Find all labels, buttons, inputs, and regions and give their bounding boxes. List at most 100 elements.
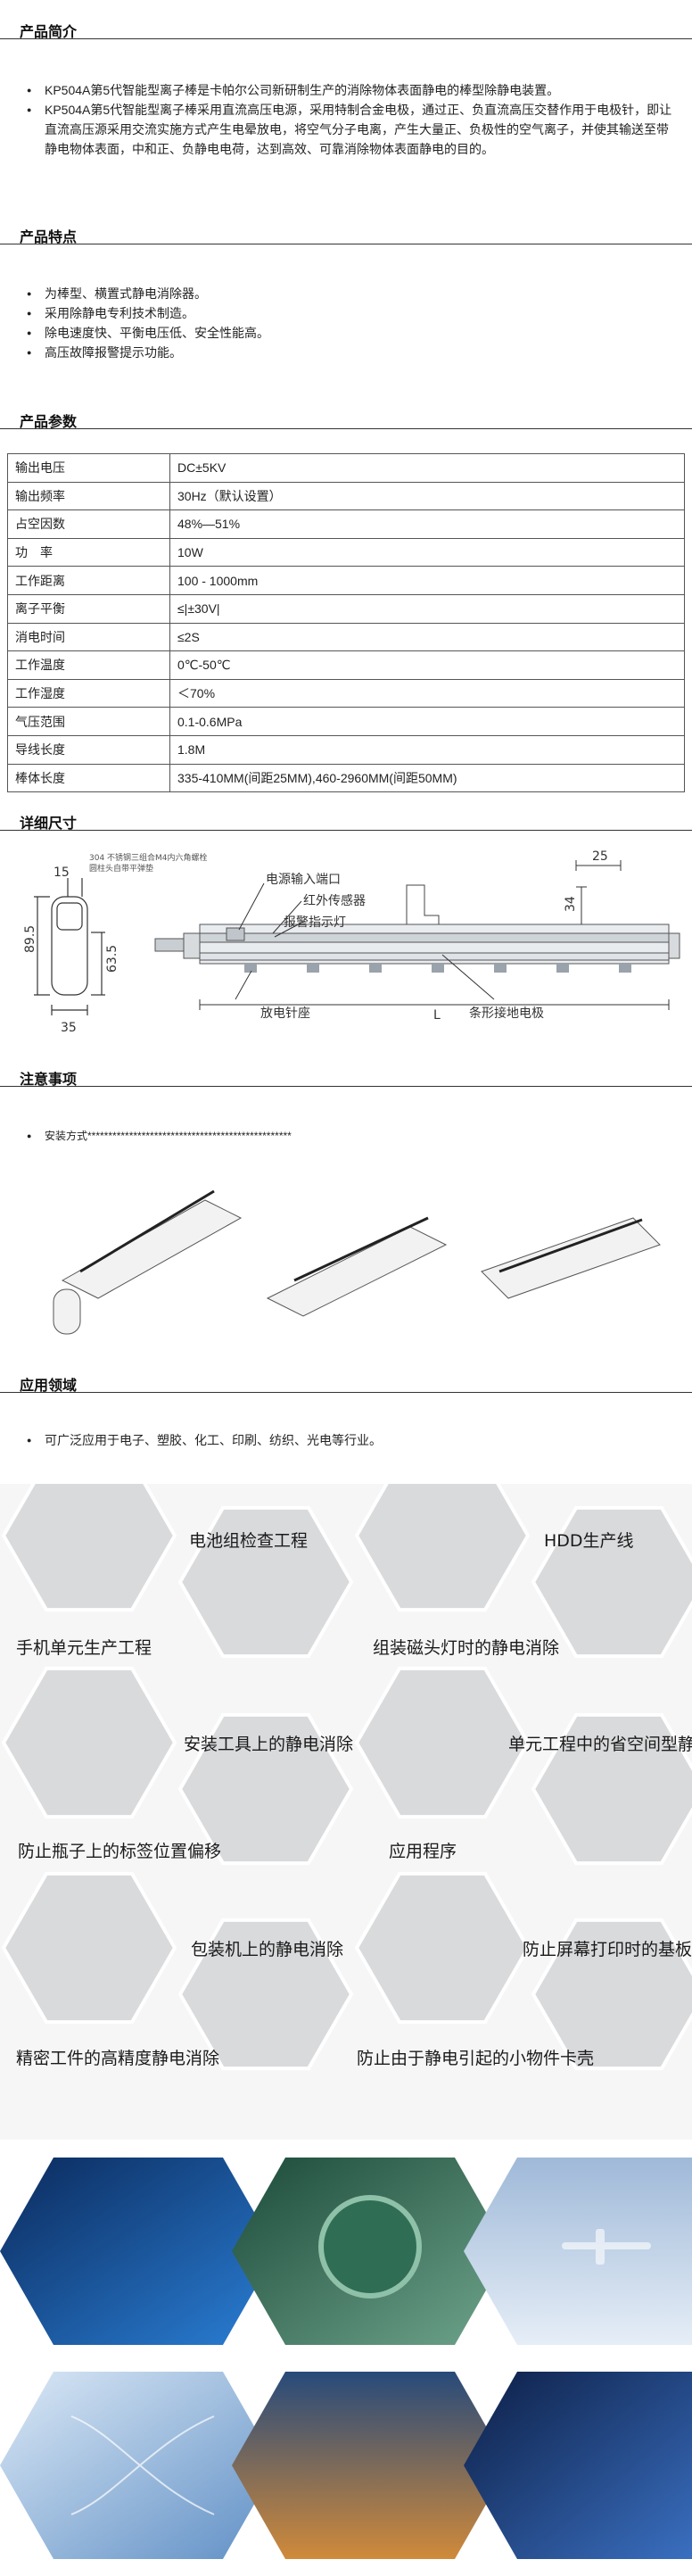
hex-label: 防止瓶子上的标签位置偏移 bbox=[18, 1842, 221, 1861]
dim-89-label: 89.5 bbox=[23, 925, 37, 953]
ir-sensor-label: 红外传感器 bbox=[303, 893, 366, 908]
section-title: 产品特点 bbox=[20, 230, 78, 245]
dim-25-label: 25 bbox=[592, 849, 608, 864]
param-value: ≤|±30V| bbox=[169, 593, 685, 624]
section-title: 产品简介 bbox=[20, 25, 78, 40]
param-value: 335-410MM(间距25MM),460-2960MM(间距50MM) bbox=[169, 763, 685, 793]
industry-photos-svg bbox=[0, 2158, 692, 2559]
section-divider bbox=[0, 1392, 692, 1393]
application-hex-tile bbox=[531, 1505, 692, 1659]
param-key: 气压范围 bbox=[7, 707, 170, 736]
dimension-drawing: 15 89.5 63.5 35 304 不锈钢三组合M4内六角螺栓 圆柱头自带平… bbox=[23, 849, 680, 1035]
param-key: 占空因数 bbox=[7, 509, 170, 539]
needle-seat-label: 放电针座 bbox=[260, 1006, 310, 1021]
param-value: ≤2S bbox=[169, 622, 685, 652]
section-header-features: 产品特点 bbox=[0, 221, 692, 245]
dim-L-label: L bbox=[433, 1008, 441, 1023]
hex-label: 手机单元生产工程 bbox=[16, 1638, 152, 1658]
hex-label: 应用程序 bbox=[389, 1842, 457, 1861]
section-title: 详细尺寸 bbox=[20, 816, 78, 832]
hex-label: 组装磁头灯时的静电消除 bbox=[373, 1638, 559, 1658]
list-item: 采用除静电专利技术制造。 bbox=[27, 303, 678, 323]
install-illustrations bbox=[53, 1189, 661, 1335]
application-hex-tile bbox=[354, 1871, 531, 2025]
application-hex-tile bbox=[354, 1666, 531, 1819]
param-value: 30Hz（默认设置） bbox=[169, 481, 685, 511]
application-hex-tile bbox=[354, 1459, 531, 1612]
param-key: 工作距离 bbox=[7, 566, 170, 595]
ground-electrode-label: 条形接地电极 bbox=[469, 1006, 544, 1021]
notes-list: 安装方式************************************… bbox=[27, 1126, 678, 1146]
section-title: 应用领域 bbox=[20, 1379, 78, 1394]
refinery-photo bbox=[232, 2372, 508, 2559]
hex-label: 单元工程中的省空间型静电消除 bbox=[508, 1735, 692, 1754]
param-value: 10W bbox=[169, 537, 685, 567]
param-key: 输出电压 bbox=[7, 453, 170, 483]
intro-list: KP504A第5代智能型离子棒是卡帕尔公司新研制生产的消除物体表面静电的棒型除静… bbox=[27, 80, 678, 159]
alarm-light-label: 报警指示灯 bbox=[284, 915, 346, 930]
hex-label: 电池组检查工程 bbox=[189, 1531, 308, 1551]
dim-15-label: 15 bbox=[54, 866, 70, 880]
section-divider bbox=[0, 830, 692, 831]
section-divider bbox=[0, 38, 692, 39]
param-key: 工作温度 bbox=[7, 650, 170, 680]
section-title: 产品参数 bbox=[20, 415, 78, 430]
list-item: 除电速度快、平衡电压低、安全性能高。 bbox=[27, 323, 678, 343]
application-hex-tile bbox=[177, 1918, 354, 2071]
section-divider bbox=[0, 428, 692, 429]
section-header-params: 产品参数 bbox=[0, 406, 692, 430]
applications-list: 可广泛应用于电子、塑胶、化工、印刷、纺织、光电等行业。 bbox=[27, 1430, 678, 1450]
hex-label: 精密工件的高精度静电消除 bbox=[16, 2049, 219, 2068]
space-photo bbox=[464, 2372, 692, 2559]
circuit-board-photo bbox=[0, 2158, 276, 2345]
bracket-note-1: 304 不锈钢三组合M4内六角螺栓 bbox=[89, 852, 208, 863]
application-hex-tile bbox=[531, 1918, 692, 2071]
hex-label: HDD生产线 bbox=[544, 1531, 634, 1551]
hex-grid-svg: 电池组检查工程 HDD生产线 手机单元生产工程 组装磁头灯时的静电消除 安装工具… bbox=[1, 1459, 692, 2071]
section-header-applications: 应用领域 bbox=[0, 1370, 692, 1394]
param-value: 48%—51% bbox=[169, 509, 685, 539]
section-header-dimensions: 详细尺寸 bbox=[0, 808, 692, 832]
param-value: 1.8M bbox=[169, 734, 685, 765]
param-value: 100 - 1000mm bbox=[169, 566, 685, 595]
hex-label: 防止屏幕打印时的基板粘贴 bbox=[523, 1940, 692, 1959]
application-hex-tile bbox=[1, 1459, 177, 1612]
list-item: KP504A第5代智能型离子棒是卡帕尔公司新研制生产的消除物体表面静电的棒型除静… bbox=[27, 80, 678, 100]
param-key: 导线长度 bbox=[7, 734, 170, 765]
table-row: 离子平衡≤|±30V| bbox=[7, 593, 685, 624]
section-title: 注意事项 bbox=[20, 1073, 78, 1088]
bracket-note-2: 圆柱头自带平弹垫 bbox=[89, 863, 153, 874]
list-item: 安装方式************************************… bbox=[27, 1126, 678, 1146]
application-hex-grid: 电池组检查工程 HDD生产线 手机单元生产工程 组装磁头灯时的静电消除 安装工具… bbox=[0, 1459, 692, 2140]
section-header-notes: 注意事项 bbox=[0, 1064, 692, 1088]
param-value: 0.1-0.6MPa bbox=[169, 707, 685, 736]
section-divider bbox=[0, 1086, 692, 1087]
param-key: 棒体长度 bbox=[7, 763, 170, 793]
application-hex-tile bbox=[1, 1666, 177, 1819]
hex-label: 安装工具上的静电消除 bbox=[184, 1735, 353, 1754]
section-header-intro: 产品简介 bbox=[0, 16, 692, 40]
param-key: 离子平衡 bbox=[7, 593, 170, 624]
power-port-label: 电源输入端口 bbox=[266, 873, 341, 887]
param-key: 输出频率 bbox=[7, 481, 170, 511]
list-item: 高压故障报警提示功能。 bbox=[27, 343, 678, 362]
application-hex-tile bbox=[177, 1505, 354, 1659]
application-hex-tile bbox=[177, 1712, 354, 1866]
param-value: ＜70% bbox=[169, 678, 685, 708]
table-row: 工作湿度＜70% bbox=[7, 678, 685, 708]
list-item: KP504A第5代智能型离子棒采用直流高压电源，采用特制合金电极，通过正、负直流… bbox=[27, 100, 678, 159]
industry-photo-strip bbox=[0, 2158, 692, 2568]
table-row: 消电时间≤2S bbox=[7, 622, 685, 652]
list-item: 为棒型、横置式静电消除器。 bbox=[27, 284, 678, 303]
